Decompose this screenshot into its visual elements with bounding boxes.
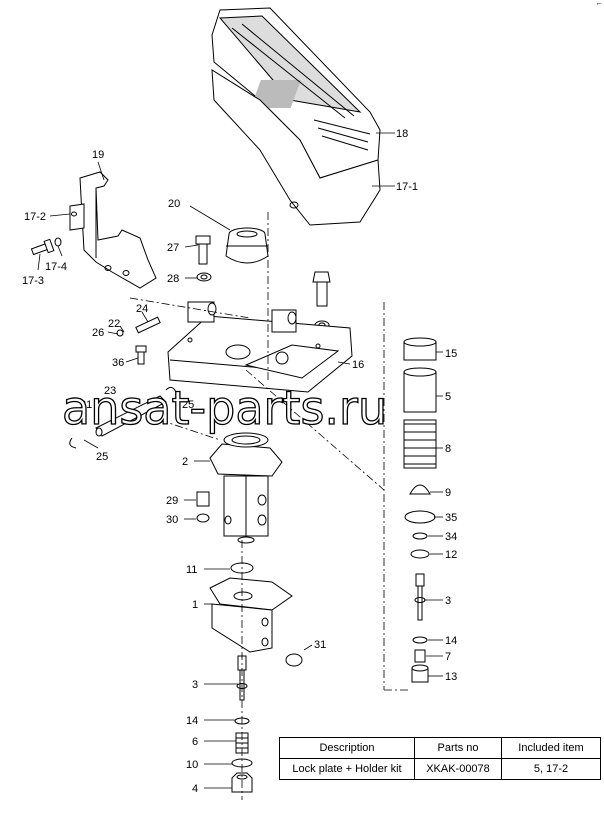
callout-8: 8 bbox=[445, 443, 451, 455]
callout-17-3: 17-3 bbox=[22, 275, 44, 287]
callout-25-bottom: 25 bbox=[96, 451, 108, 463]
cell-included-item: 5, 17-2 bbox=[501, 758, 601, 780]
header-parts-no: Parts no bbox=[414, 737, 502, 759]
callout-14-right: 14 bbox=[445, 635, 457, 647]
right-stack-drawing bbox=[403, 337, 437, 683]
callout-13: 13 bbox=[445, 671, 457, 683]
bracket-drawing bbox=[69, 171, 157, 289]
callout-28: 28 bbox=[167, 273, 179, 285]
corner-mark: ⌐ bbox=[596, 0, 602, 8]
center-lines bbox=[129, 212, 410, 800]
callout-6: 6 bbox=[192, 736, 198, 748]
callout-20: 20 bbox=[168, 198, 180, 210]
callout-5: 5 bbox=[445, 391, 451, 403]
callout-27: 27 bbox=[167, 242, 179, 254]
callout-1: 1 bbox=[192, 599, 198, 611]
base-drawing bbox=[209, 577, 293, 653]
callout-7: 7 bbox=[445, 651, 451, 663]
callout-4: 4 bbox=[192, 783, 198, 795]
body-drawing bbox=[209, 432, 283, 544]
pedal-drawing bbox=[211, 7, 381, 226]
callout-10: 10 bbox=[186, 759, 198, 771]
callout-2: 2 bbox=[182, 456, 188, 468]
plate-drawing bbox=[167, 301, 353, 393]
callout-15: 15 bbox=[445, 348, 457, 360]
callout-12: 12 bbox=[445, 549, 457, 561]
leader-lines bbox=[37, 132, 443, 789]
callout-3-left: 3 bbox=[192, 679, 198, 691]
callout-17-4: 17-4 bbox=[45, 261, 67, 273]
callout-21: 21 bbox=[80, 399, 92, 411]
callout-11: 11 bbox=[186, 564, 197, 576]
parts-table: Description Parts no Included item Lock … bbox=[279, 737, 601, 780]
callout-18: 18 bbox=[396, 128, 408, 140]
callout-14-left: 14 bbox=[186, 715, 198, 727]
cell-description: Lock plate + Holder kit bbox=[279, 758, 415, 780]
callout-3-right: 3 bbox=[445, 595, 451, 607]
callout-17-1: 17-1 bbox=[396, 181, 418, 193]
callout-22: 22 bbox=[108, 318, 120, 330]
callout-36: 36 bbox=[112, 357, 124, 369]
header-included-item: Included item bbox=[501, 737, 601, 759]
callout-9: 9 bbox=[445, 487, 451, 499]
header-description: Description bbox=[279, 737, 415, 759]
watermark: ansat-parts.ru bbox=[62, 381, 387, 435]
callout-34: 34 bbox=[445, 531, 457, 543]
cell-parts-no: XKAK-00078 bbox=[414, 758, 502, 780]
parts-table-header-row: Description Parts no Included item bbox=[279, 737, 601, 759]
parts-table-row: Lock plate + Holder kit XKAK-00078 5, 17… bbox=[279, 758, 601, 780]
callout-35: 35 bbox=[445, 512, 457, 524]
callout-31: 31 bbox=[314, 639, 326, 651]
callout-23: 23 bbox=[104, 385, 116, 397]
callout-24: 24 bbox=[136, 303, 148, 315]
callout-25-top: 25 bbox=[182, 399, 194, 411]
callout-19: 19 bbox=[92, 149, 104, 161]
callout-17-2: 17-2 bbox=[24, 211, 46, 223]
callout-29: 29 bbox=[166, 495, 178, 507]
callout-labels: 18 17-1 19 17-2 17-4 17-3 20 27 28 24 22… bbox=[22, 128, 457, 795]
callout-16: 16 bbox=[352, 359, 364, 371]
callout-30: 30 bbox=[166, 514, 178, 526]
callout-26: 26 bbox=[92, 327, 104, 339]
